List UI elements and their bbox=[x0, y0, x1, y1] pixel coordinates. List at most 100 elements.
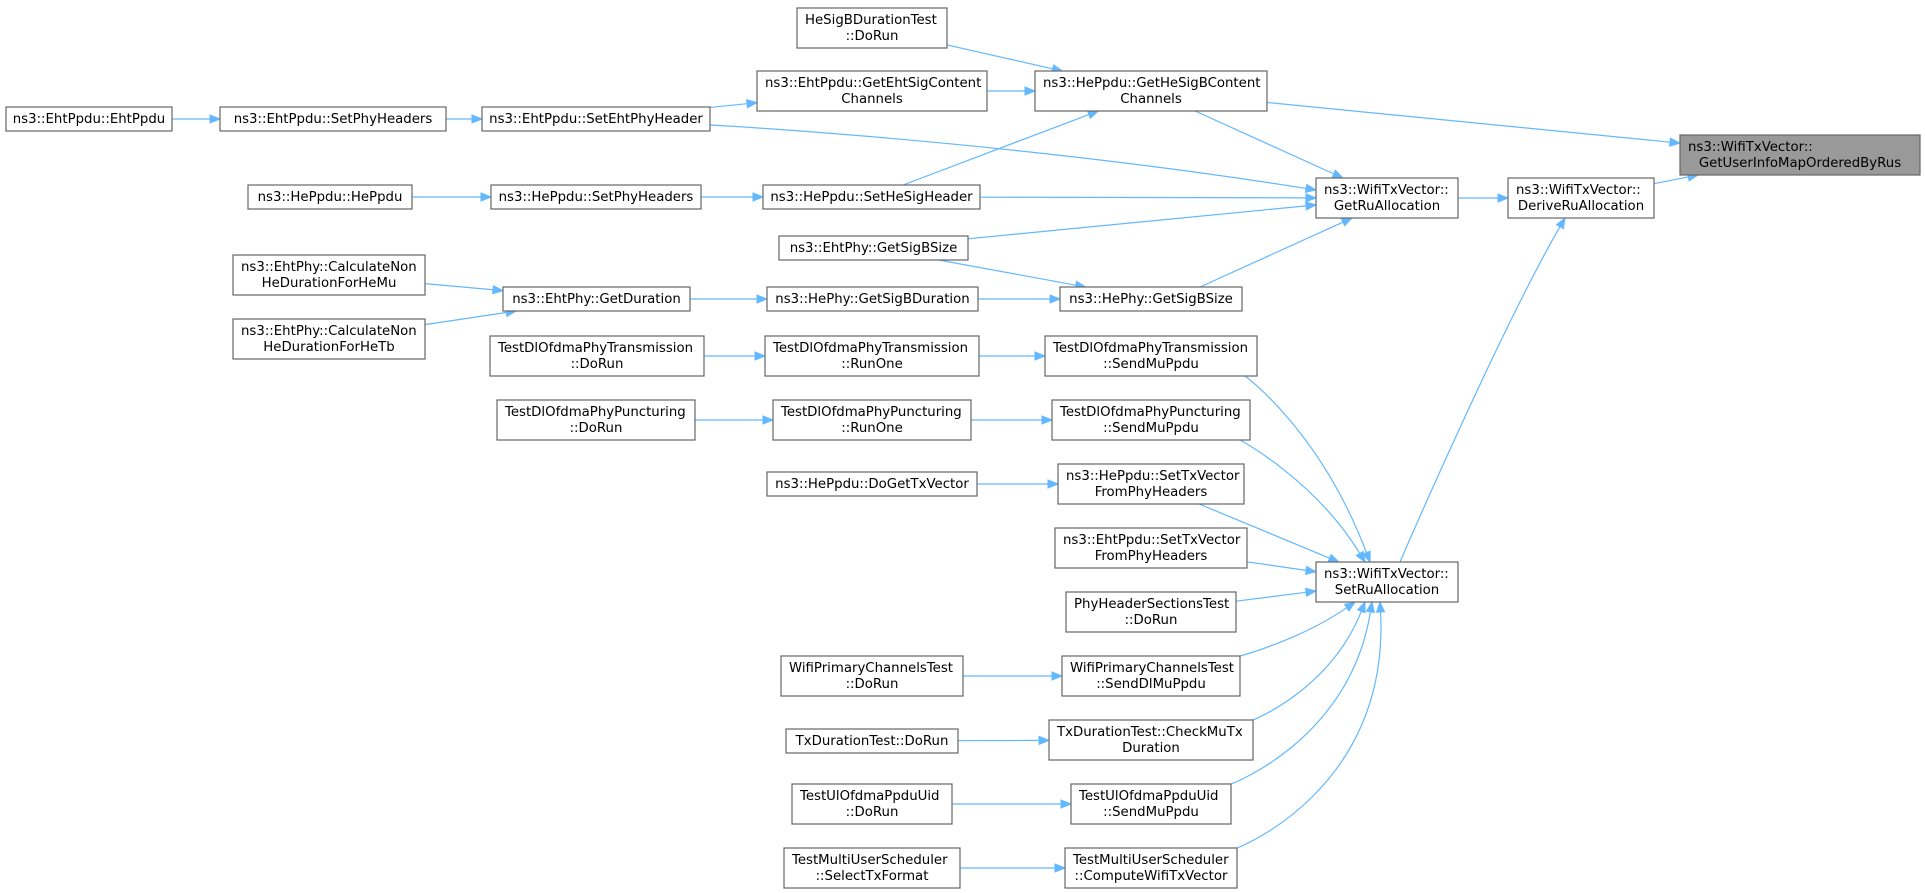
node-testulofdmappduuid-dorun[interactable]: TestUlOfdmaPpduUid::DoRun bbox=[791, 783, 953, 825]
edge-line bbox=[1235, 591, 1307, 602]
edge-line bbox=[946, 44, 1053, 70]
edge-line bbox=[1653, 176, 1689, 185]
node-ns3-ehtppdu-setehtphyheader[interactable]: ns3::EhtPpdu::SetEhtPhyHeader bbox=[481, 106, 711, 132]
node-ns3-ehtphy-getsigbsize[interactable]: ns3::EhtPhy::GetSigBSize bbox=[778, 235, 969, 261]
node-phyheadersectionstest-dorun[interactable]: PhyHeaderSectionsTest::DoRun bbox=[1065, 591, 1237, 633]
node-testdlofdmaphypuncturing-runone[interactable]: TestDlOfdmaPhyPuncturing::RunOne bbox=[772, 399, 972, 441]
arrowhead-icon bbox=[1555, 216, 1566, 230]
arrowhead-icon bbox=[754, 351, 767, 361]
node-box bbox=[791, 783, 953, 825]
arrowhead-icon bbox=[1327, 553, 1341, 563]
node-box bbox=[1065, 591, 1237, 633]
node-wifiprimarychannelstest-senddlmuppdu[interactable]: WifiPrimaryChannelsTest::SendDlMuPpdu bbox=[1061, 655, 1241, 697]
node-txdurationtest-dorun[interactable]: TxDurationTest::DoRun bbox=[785, 728, 959, 754]
node-label-line: ::DoRun bbox=[846, 677, 899, 692]
node-ns3-wifitxvector-getruallocation[interactable]: ns3::WifiTxVector::GetRuAllocation bbox=[1315, 177, 1459, 219]
node-ns3-heppdu-sethesigheader[interactable]: ns3::HePpdu::SetHeSigHeader bbox=[762, 184, 981, 210]
node-ns3-ehtphy-calculatenon-hedurationforhetb[interactable]: ns3::EhtPhy::CalculateNonHeDurationForHe… bbox=[232, 318, 426, 360]
edge-txdcheck-to-setrualloc bbox=[1252, 600, 1366, 721]
arrowhead-icon bbox=[1305, 193, 1318, 203]
node-box bbox=[247, 184, 413, 210]
node-box bbox=[1057, 463, 1245, 505]
node-testdlofdmaphypuncturing-dorun[interactable]: TestDlOfdmaPhyPuncturing::DoRun bbox=[496, 399, 696, 441]
node-ns3-ehtphy-getduration[interactable]: ns3::EhtPhy::GetDuration bbox=[502, 286, 691, 312]
node-testmultiuserscheduler-computewifitxvector[interactable]: TestMultiUserScheduler::ComputeWifiTxVec… bbox=[1064, 847, 1238, 889]
node-label-line: ::SendMuPpdu bbox=[1103, 421, 1199, 436]
node-hesigbdurationtest-dorun[interactable]: HeSigBDurationTest::DoRun bbox=[796, 7, 948, 49]
node-label-line: Channels bbox=[1120, 92, 1182, 107]
node-ns3-wifitxvector-getuserinfomaporderedbyrus[interactable]: ns3::WifiTxVector::GetUserInfoMapOrdered… bbox=[1679, 134, 1921, 176]
edge-hesethesigheader-to-getrualloc bbox=[979, 193, 1318, 203]
node-ns3-ehtppdu-setphyheaders[interactable]: ns3::EhtPpdu::SetPhyHeaders bbox=[219, 106, 447, 132]
node-label-line: ns3::EhtPpdu::SetTxVector bbox=[1063, 533, 1241, 548]
arrowhead-icon bbox=[1365, 600, 1376, 614]
node-wifiprimarychannelstest-dorun[interactable]: WifiPrimaryChannelsTest::DoRun bbox=[780, 655, 964, 697]
node-label-line: ns3::HePpdu::GetHeSigBContent bbox=[1043, 76, 1260, 91]
arrowhead-icon bbox=[1049, 294, 1062, 304]
node-box bbox=[1064, 847, 1238, 889]
node-ns3-heppdu-setphyheaders[interactable]: ns3::HePpdu::SetPhyHeaders bbox=[490, 184, 702, 210]
node-label-line: WifiPrimaryChannelsTest bbox=[789, 661, 953, 676]
edge-line bbox=[938, 259, 1076, 286]
node-label-line: TestUlOfdmaPpduUid bbox=[799, 789, 940, 804]
edge-phyhdrtest-to-setrualloc bbox=[1235, 587, 1318, 602]
node-label-line: TxDurationTest::CheckMuTx bbox=[1056, 725, 1243, 740]
node-box bbox=[756, 70, 988, 112]
arrowhead-icon bbox=[1304, 587, 1318, 598]
node-label-line: ::DoRun bbox=[571, 357, 624, 372]
node-label-line: FromPhyHeaders bbox=[1095, 549, 1208, 564]
node-testdlofdmaphytransmission-sendmuppdu[interactable]: TestDlOfdmaPhyTransmission::SendMuPpdu bbox=[1044, 335, 1258, 377]
node-box bbox=[1507, 177, 1655, 219]
edge-line bbox=[1252, 611, 1362, 721]
edge-line bbox=[424, 283, 494, 291]
edge-setrualloc-to-deriveru bbox=[1399, 216, 1566, 563]
node-box bbox=[796, 7, 948, 49]
arrowhead-icon bbox=[1024, 86, 1037, 96]
node-label-line: TestDlOfdmaPhyPuncturing bbox=[780, 405, 962, 420]
node-label-line: ::DoRun bbox=[570, 421, 623, 436]
node-testdlofdmaphypuncturing-sendmuppdu[interactable]: TestDlOfdmaPhyPuncturing::SendMuPpdu bbox=[1051, 399, 1251, 441]
node-ns3-heppdu-dogettxvector[interactable]: ns3::HePpdu::DoGetTxVector bbox=[766, 471, 978, 497]
edge-line bbox=[1266, 101, 1671, 143]
node-testulofdmappduuid-sendmuppdu[interactable]: TestUlOfdmaPpduUid::SendMuPpdu bbox=[1070, 783, 1232, 825]
node-box bbox=[1054, 527, 1248, 569]
node-ns3-ehtphy-calculatenon-hedurationforhemu[interactable]: ns3::EhtPhy::CalculateNonHeDurationForHe… bbox=[232, 254, 426, 296]
edge-hegetsigbduration-to-hegetsigbsize bbox=[978, 294, 1062, 304]
node-ns3-wifitxvector-setruallocation[interactable]: ns3::WifiTxVector::SetRuAllocation bbox=[1315, 561, 1459, 603]
node-ns3-hephy-getsigbsize[interactable]: ns3::HePhy::GetSigBSize bbox=[1059, 286, 1243, 312]
node-ns3-ehtppdu-ehtppdu[interactable]: ns3::EhtPpdu::EhtPpdu bbox=[5, 106, 173, 132]
node-ns3-wifitxvector-deriveruallocation[interactable]: ns3::WifiTxVector::DeriveRuAllocation bbox=[1507, 177, 1655, 219]
edge-tdopprunone-to-tdoppsend bbox=[971, 415, 1054, 425]
node-label-line: HeDurationForHeTb bbox=[263, 340, 394, 355]
node-label-line: TestMultiUserScheduler bbox=[791, 853, 948, 868]
node-label-line: ns3::EhtPhy::GetSigBSize bbox=[790, 241, 958, 256]
edge-ehtsettxvec-to-setrualloc bbox=[1246, 561, 1318, 575]
node-ns3-hephy-getsigbduration[interactable]: ns3::HePhy::GetSigBDuration bbox=[766, 286, 979, 312]
node-label-line: ::SendMuPpdu bbox=[1103, 357, 1199, 372]
node-testdlofdmaphytransmission-dorun[interactable]: TestDlOfdmaPhyTransmission::DoRun bbox=[489, 335, 705, 377]
edge-line bbox=[1198, 503, 1330, 559]
node-testdlofdmaphytransmission-runone[interactable]: TestDlOfdmaPhyTransmission::RunOne bbox=[764, 335, 980, 377]
edge-line bbox=[424, 311, 507, 326]
arrowhead-icon bbox=[1340, 217, 1354, 227]
node-box bbox=[766, 286, 979, 312]
edge-wpcsend-to-setrualloc bbox=[1239, 601, 1357, 657]
node-box bbox=[219, 106, 447, 132]
node-label-line: ns3::EhtPhy::CalculateNon bbox=[241, 260, 417, 275]
node-box bbox=[1315, 561, 1459, 603]
node-box bbox=[496, 399, 696, 441]
node-box bbox=[232, 254, 426, 296]
node-box bbox=[1679, 134, 1921, 176]
node-testmultiuserscheduler-selecttxformat[interactable]: TestMultiUserScheduler::SelectTxFormat bbox=[783, 847, 961, 889]
node-ns3-heppdu-heppdu[interactable]: ns3::HePpdu::HePpdu bbox=[247, 184, 413, 210]
node-label-line: ns3::EhtPpdu::GetEhtSigContent bbox=[765, 76, 981, 91]
node-label-line: HeDurationForHeMu bbox=[262, 276, 397, 291]
node-label-line: Channels bbox=[841, 92, 903, 107]
node-box bbox=[764, 335, 980, 377]
node-label-line: ns3::HePpdu::SetTxVector bbox=[1066, 469, 1240, 484]
